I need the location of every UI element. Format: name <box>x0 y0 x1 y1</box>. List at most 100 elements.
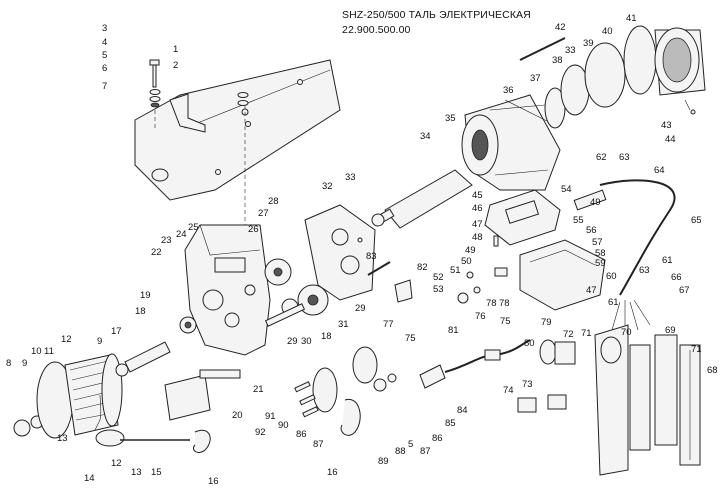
callout-label: 92 <box>255 427 266 438</box>
rope-and-hook <box>94 394 211 453</box>
callout-label: 5 <box>408 439 413 450</box>
gear-cover <box>304 204 376 301</box>
callout-label: 61 <box>662 255 673 266</box>
callout-label: 33 <box>345 172 356 183</box>
callout-label: 86 <box>296 429 307 440</box>
callout-label: 79 <box>541 317 552 328</box>
callout-label: 50 <box>461 256 472 267</box>
callout-label: 77 <box>383 319 394 330</box>
pendant-handle <box>594 324 701 476</box>
callout-label: 36 <box>503 85 514 96</box>
callout-label: 1 <box>173 44 178 55</box>
callout-label: 9 <box>97 336 102 347</box>
callout-label: 39 <box>583 38 594 49</box>
callout-label: 82 <box>417 262 428 273</box>
callout-label: 32 <box>322 181 333 192</box>
callout-label: 20 <box>232 410 243 421</box>
callout-label: 69 <box>665 325 676 336</box>
callout-label: 25 <box>188 222 199 233</box>
gearbox-housing <box>184 224 271 356</box>
callout-label: 74 <box>503 385 514 396</box>
callout-label: 66 <box>671 272 682 283</box>
callout-label: 4 <box>102 37 107 48</box>
callout-label: 56 <box>586 225 597 236</box>
callout-label: 44 <box>665 134 676 145</box>
callout-label: 86 <box>432 433 443 444</box>
callout-label: 63 <box>639 265 650 276</box>
callout-label: 70 <box>621 327 632 338</box>
callout-label: 11 <box>44 346 54 357</box>
small-parts-47-53 <box>457 235 508 304</box>
pulley-block <box>294 346 397 436</box>
callout-label: 12 <box>111 458 122 469</box>
callout-label: 65 <box>691 215 702 226</box>
callout-label: 61 <box>608 297 619 308</box>
callout-label: 49 <box>465 245 476 256</box>
callout-label: 9 <box>22 358 27 369</box>
cable-62-65 <box>599 179 676 331</box>
callout-label: 15 <box>151 467 162 478</box>
callout-label: 29 <box>287 336 298 347</box>
callout-label: 13 <box>57 433 68 444</box>
callout-label: 42 <box>555 22 566 33</box>
callout-label: 12 <box>61 334 72 345</box>
callout-label: 6 <box>102 63 107 74</box>
screw-43-44 <box>684 99 696 115</box>
motor-fan-parts <box>544 25 706 129</box>
callout-label: 5 <box>102 50 107 61</box>
callout-label: 16 <box>327 467 338 478</box>
callout-label: 63 <box>619 152 630 163</box>
callout-label: 21 <box>253 384 264 395</box>
callout-label: 73 <box>522 379 533 390</box>
callout-label: 88 <box>395 446 406 457</box>
callout-label: 91 <box>265 411 276 422</box>
callout-label: 71 <box>691 344 702 355</box>
callout-label: 68 <box>707 365 718 376</box>
hoist-mount-bracket <box>134 59 341 201</box>
callout-label: 80 <box>524 338 535 349</box>
callout-label: 14 <box>84 473 95 484</box>
callout-label: 71 <box>581 328 592 339</box>
hook-block-20-21 <box>164 369 241 421</box>
callout-label: 76 <box>475 311 486 322</box>
bearing-18-19 <box>179 316 197 334</box>
gear-set <box>264 258 329 327</box>
cable-drum <box>13 353 129 439</box>
callout-label: 27 <box>258 208 269 219</box>
callout-label: 57 <box>592 237 603 248</box>
callout-label: 18 <box>135 306 146 317</box>
callout-label: 33 <box>565 45 576 56</box>
callout-label: 78 <box>499 298 510 309</box>
callout-label: 45 <box>472 190 483 201</box>
callout-label: 67 <box>679 285 690 296</box>
callout-label: 7 <box>102 81 107 92</box>
callout-label: 48 <box>472 232 483 243</box>
callout-label: 37 <box>530 73 541 84</box>
callout-label: 64 <box>654 165 665 176</box>
callout-label: 47 <box>586 285 597 296</box>
callout-label: 75 <box>405 333 416 344</box>
callout-label: 53 <box>433 284 444 295</box>
callout-label: 30 <box>301 336 312 347</box>
diagram-title: SHZ-250/500 ТАЛЬ ЭЛЕКТРИЧЕСКАЯ <box>342 9 531 21</box>
callout-label: 72 <box>563 329 574 340</box>
callout-label: 24 <box>176 229 187 240</box>
callout-label: 81 <box>448 325 459 336</box>
callout-label: 89 <box>378 456 389 467</box>
callout-label: 3 <box>102 23 107 34</box>
callout-label: 29 <box>355 303 366 314</box>
callout-label: 23 <box>161 235 172 246</box>
callout-label: 28 <box>268 196 279 207</box>
callout-label: 55 <box>573 215 584 226</box>
terminal-box <box>484 189 607 311</box>
callout-label: 78 <box>486 298 497 309</box>
callout-labels: 1 2 3 4 5 6 7 8 9 9 10 11 12 12 13 13 14… <box>6 13 718 487</box>
callout-label: 40 <box>602 26 613 37</box>
callout-label: 2 <box>173 60 178 71</box>
callout-label: 43 <box>661 120 672 131</box>
callout-label: 34 <box>420 131 431 142</box>
callout-label: 58 <box>595 248 606 259</box>
callout-label: 83 <box>366 251 377 262</box>
